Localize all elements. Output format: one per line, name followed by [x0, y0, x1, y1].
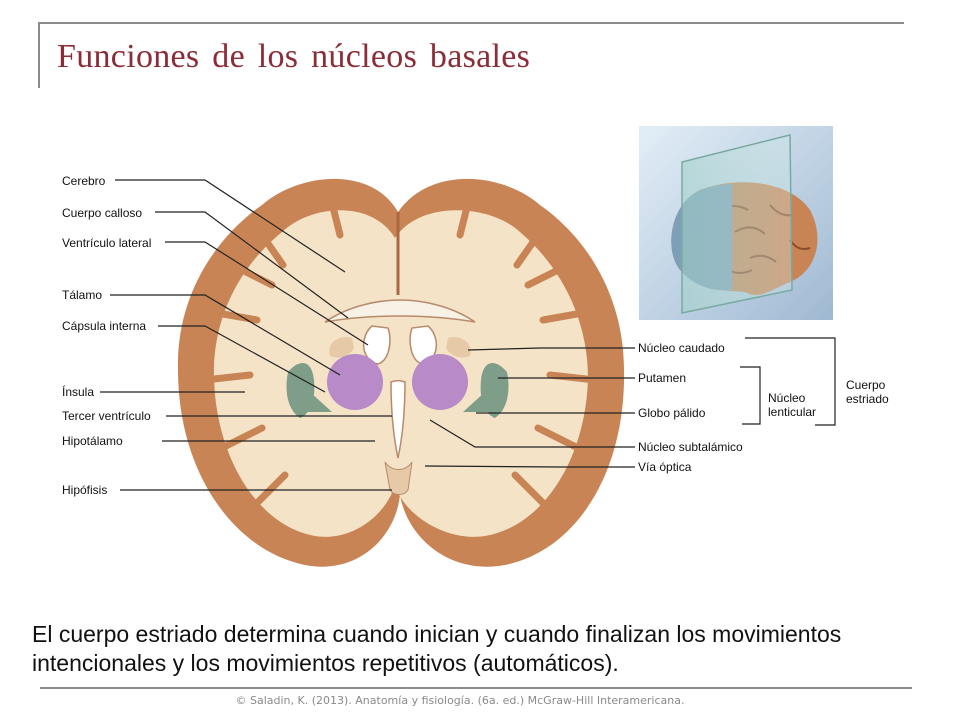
label-nucleo-lenticular-line2: lenticular: [768, 405, 816, 419]
inset-brain-view: [639, 126, 833, 320]
right-thalamus-shape: [412, 354, 468, 410]
caudate-nuclei-shape: [329, 337, 471, 358]
brain-coronal-diagram: Cerebro Cuerpo calloso Ventrículo latera…: [62, 126, 889, 567]
slide-frame-bottom: [40, 687, 912, 689]
label-tercer-ventriculo: Tercer ventrículo: [62, 409, 151, 423]
pituitary-shape: [384, 461, 413, 495]
label-cerebro: Cerebro: [62, 174, 106, 188]
left-thalamus-shape: [327, 354, 383, 410]
label-nucleo-lenticular-line1: Núcleo: [768, 391, 806, 405]
label-hipofisis: Hipófisis: [62, 483, 107, 497]
label-nucleo-caudado: Núcleo caudado: [638, 341, 725, 355]
slide-caption: El cuerpo estriado determina cuando inic…: [32, 621, 842, 676]
slide-frame-left: [38, 22, 40, 88]
label-nucleo-subtalamico: Núcleo subtalámico: [638, 440, 743, 454]
white-matter: [213, 210, 588, 537]
label-talamo: Tálamo: [62, 288, 102, 302]
label-cuerpo-calloso: Cuerpo calloso: [62, 206, 142, 220]
right-lenticular-shape: [463, 362, 509, 418]
brain-coronal-section: [177, 178, 625, 567]
citation-credit: © Saladin, K. (2013). Anatomía y fisiolo…: [235, 694, 685, 707]
corpus-callosum-shape: [324, 299, 476, 323]
label-globo-palido: Globo pálido: [638, 406, 706, 420]
label-via-optica: Vía óptica: [638, 460, 692, 474]
label-insula: Ínsula: [62, 384, 94, 399]
slide-frame-top: [40, 22, 904, 24]
label-ventriculo-lateral: Ventrículo lateral: [62, 236, 151, 250]
label-cuerpo-estriado-line2: estriado: [846, 392, 889, 406]
third-ventricle-shape: [390, 379, 406, 459]
slide-title: Funciones de los núcleos basales: [57, 38, 531, 75]
label-putamen: Putamen: [638, 371, 686, 385]
leader-lines: [100, 179, 836, 491]
label-capsula-interna: Cápsula interna: [62, 319, 146, 333]
label-cuerpo-estriado-line1: Cuerpo: [846, 378, 886, 392]
coronal-plane: [681, 134, 793, 314]
label-hipotalamo: Hipotálamo: [62, 434, 123, 448]
